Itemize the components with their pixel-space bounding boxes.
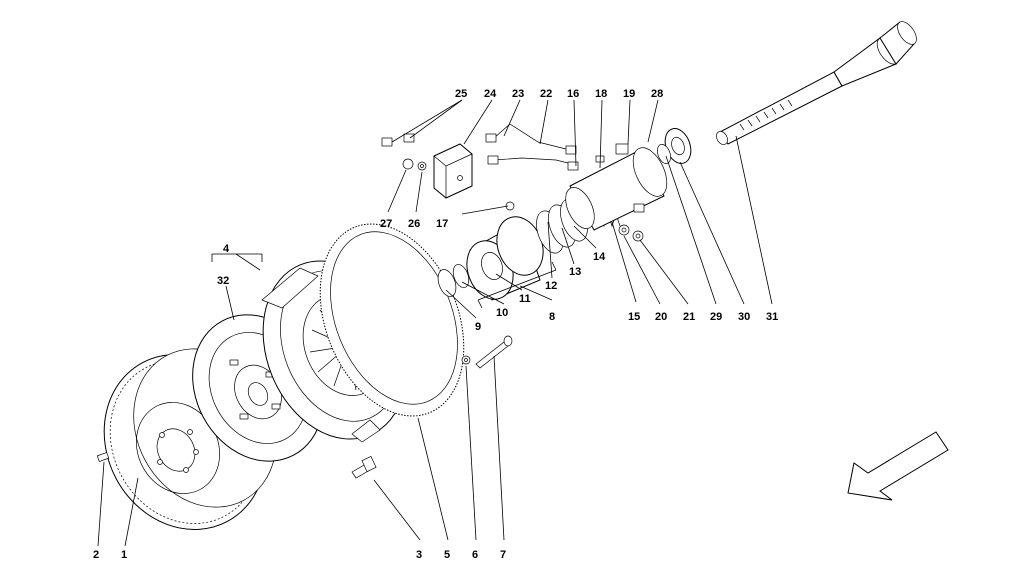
callout-24: 24: [484, 88, 497, 100]
leader-lines: [97, 99, 773, 547]
callout-32: 32: [217, 275, 229, 287]
callout-17: 17: [436, 218, 448, 230]
callout-8: 8: [549, 311, 555, 323]
direction-arrow-icon: [847, 431, 949, 501]
callout-22: 22: [540, 88, 552, 100]
callout-labels: 1 2 3 4 5 6 7 8 9 10 11 12 13 14 15 16 1…: [93, 88, 778, 561]
callout-23: 23: [512, 88, 524, 100]
callout-29: 29: [710, 311, 722, 323]
bleed-screw: [381, 133, 427, 171]
callout-9: 9: [475, 321, 481, 333]
callout-1: 1: [121, 549, 127, 561]
callout-3: 3: [416, 549, 422, 561]
callout-2: 2: [93, 549, 99, 561]
slave-cylinder-housing: [565, 143, 668, 231]
callout-13: 13: [569, 266, 581, 278]
callout-12: 12: [545, 280, 557, 292]
dowel-pin: [96, 452, 110, 462]
callout-14: 14: [593, 251, 606, 263]
callout-18: 18: [595, 88, 607, 100]
bleed-block: [433, 143, 473, 199]
callout-28: 28: [651, 88, 663, 100]
callout-20: 20: [655, 311, 667, 323]
callout-5: 5: [444, 549, 450, 561]
ring-gear: [319, 223, 465, 417]
callout-21: 21: [683, 311, 695, 323]
bolt: [475, 335, 513, 369]
callout-26: 26: [408, 218, 420, 230]
callout-4: 4: [223, 243, 230, 255]
callout-7: 7: [500, 549, 506, 561]
hydraulic-pipe: [485, 123, 579, 171]
callout-11: 11: [519, 293, 531, 305]
callout-25: 25: [455, 88, 467, 100]
callout-19: 19: [623, 88, 635, 100]
washer-pair: [618, 224, 644, 242]
input-shaft: [716, 21, 917, 145]
callout-10: 10: [496, 307, 508, 319]
callout-16: 16: [567, 88, 579, 100]
washer: [461, 355, 471, 365]
release-bearing-assembly: [437, 198, 588, 301]
callout-15: 15: [628, 311, 640, 323]
screw: [351, 455, 377, 479]
seal-ring: [657, 128, 692, 164]
callout-31: 31: [766, 311, 778, 323]
callout-6: 6: [472, 549, 478, 561]
callout-27: 27: [380, 218, 392, 230]
callout-30: 30: [738, 311, 750, 323]
